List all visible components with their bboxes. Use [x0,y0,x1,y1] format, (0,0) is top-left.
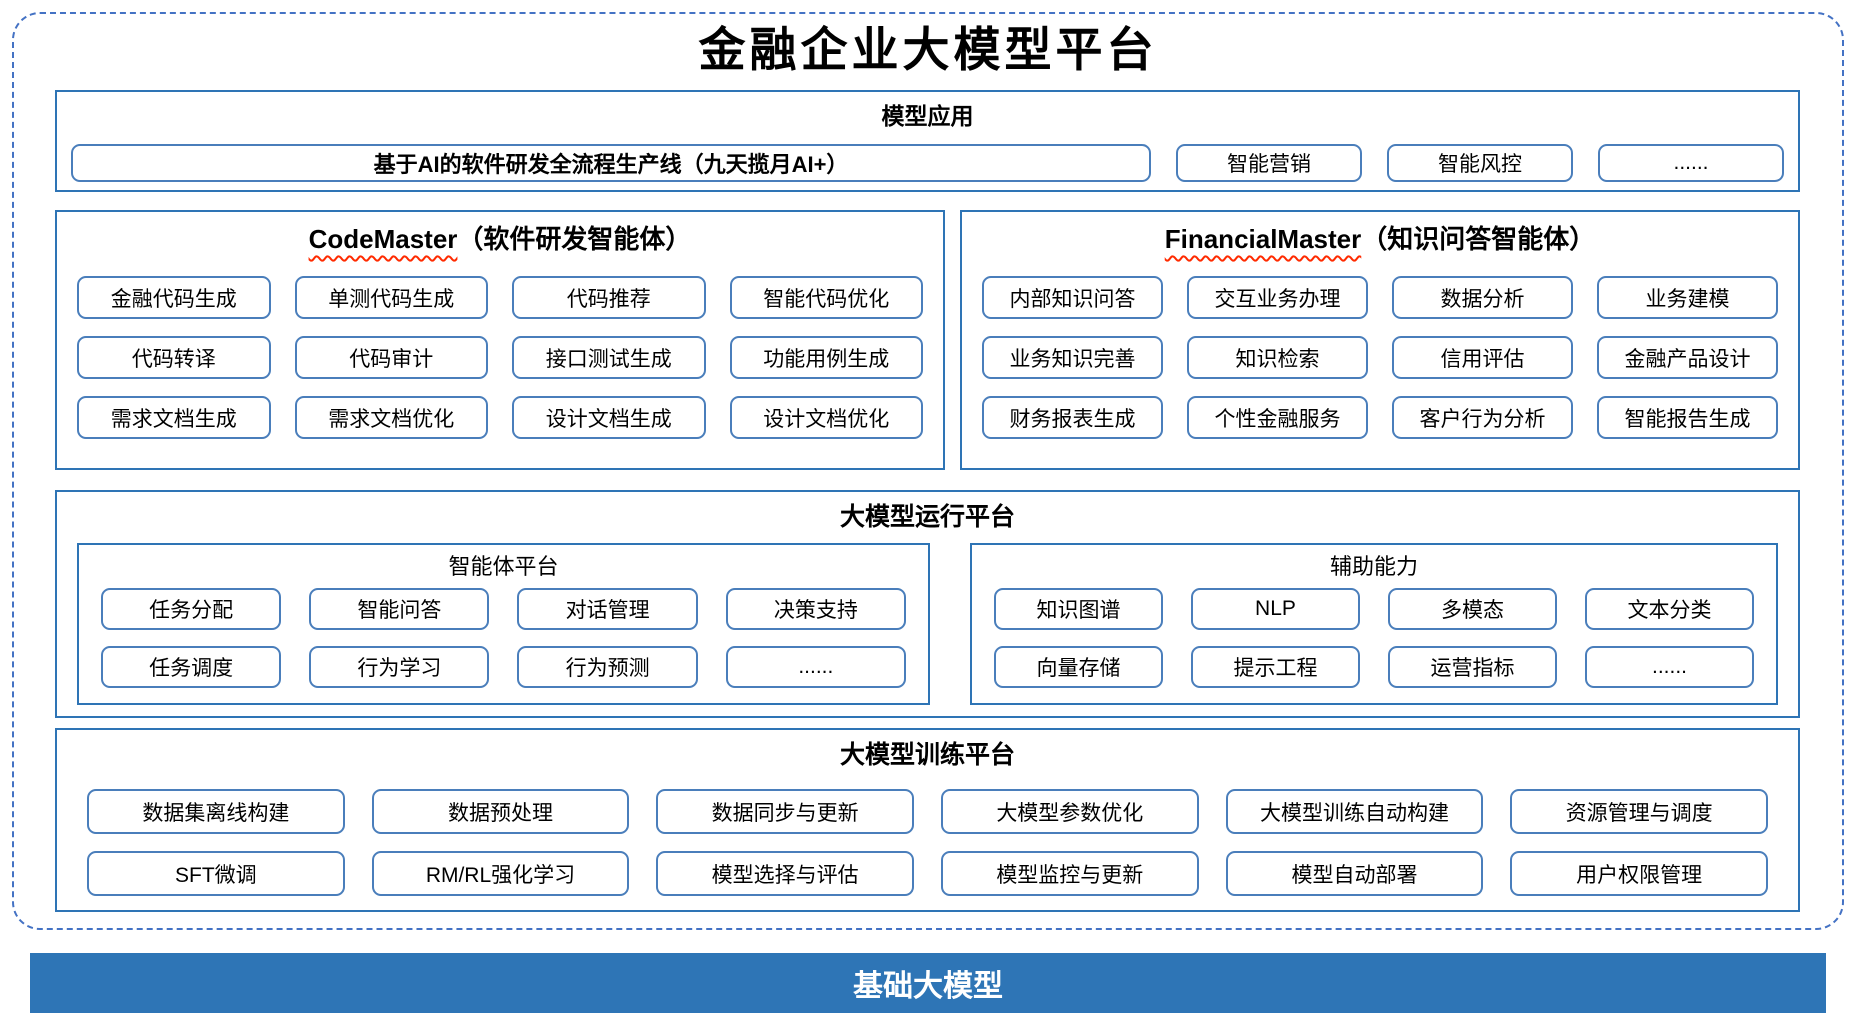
item-box: 大模型训练自动构建 [1225,789,1484,834]
item-box: 模型自动部署 [1225,851,1484,896]
section-financialmaster: FinancialMaster（知识问答智能体） 内部知识问答交互业务办理数据分… [960,210,1800,470]
item-box: 运营指标 [1387,646,1557,688]
item-box: 模型监控与更新 [940,851,1199,896]
item-box: ...... [725,646,906,688]
runtime-subsections: 智能体平台 任务分配智能问答对话管理决策支持任务调度行为学习行为预测......… [77,543,1778,705]
item-box: 多模态 [1387,588,1557,630]
financialmaster-title-en: FinancialMaster [1164,224,1362,254]
item-box: 对话管理 [517,588,698,630]
item-box: 大模型参数优化 [940,789,1199,834]
item-box: 单测代码生成 [294,276,488,319]
agent-platform-items: 任务分配智能问答对话管理决策支持任务调度行为学习行为预测...... [101,588,906,688]
item-box: 内部知识问答 [982,276,1163,319]
item-box: 智能问答 [309,588,490,630]
item-box: ...... [1598,144,1784,182]
item-box: 数据分析 [1392,276,1573,319]
item-box: 接口测试生成 [512,336,706,379]
item-box: RM/RL强化学习 [371,851,630,896]
item-box: 任务分配 [101,588,282,630]
codemaster-items: 金融代码生成单测代码生成代码推荐智能代码优化代码转译代码审计接口测试生成功能用例… [77,276,923,439]
section-training-platform: 大模型训练平台 数据集离线构建数据预处理数据同步与更新大模型参数优化大模型训练自… [55,728,1800,912]
section-codemaster: CodeMaster（软件研发智能体） 金融代码生成单测代码生成代码推荐智能代码… [55,210,945,470]
section-runtime-title: 大模型运行平台 [839,503,1015,531]
section-runtime-platform: 大模型运行平台 智能体平台 任务分配智能问答对话管理决策支持任务调度行为学习行为… [55,490,1800,718]
financialmaster-items: 内部知识问答交互业务办理数据分析业务建模业务知识完善知识检索信用评估金融产品设计… [982,276,1778,439]
item-box: 功能用例生成 [729,336,923,379]
item-box: 智能营销 [1176,144,1362,182]
item-box: 用户权限管理 [1510,851,1768,896]
section-codemaster-title: CodeMaster（软件研发智能体） [57,222,943,257]
item-box: 财务报表生成 [982,396,1163,439]
item-box: 业务知识完善 [982,336,1163,379]
item-box: 交互业务办理 [1187,276,1368,319]
page-title: 金融企业大模型平台 [698,23,1158,78]
item-box: 个性金融服务 [1187,396,1368,439]
aux-ability-items: 知识图谱 NLP 多模态文本分类向量存储提示工程运营指标...... [993,588,1754,688]
model-application-items: 基于AI的软件研发全流程生产线（九天揽月AI+） 智能营销智能风控...... [71,144,1784,182]
item-box: 数据集离线构建 [87,789,345,834]
codemaster-title-zh: （软件研发智能体） [457,224,692,254]
section-financialmaster-title: FinancialMaster（知识问答智能体） [962,222,1798,257]
item-box: 向量存储 [993,646,1163,688]
item-box: NLP [1190,588,1360,630]
item-box: 知识检索 [1187,336,1368,379]
training-items: 数据集离线构建数据预处理数据同步与更新大模型参数优化大模型训练自动构建资源管理与… [87,789,1768,896]
item-box: 业务建模 [1597,276,1778,319]
aux-ability-title: 辅助能力 [1329,554,1418,579]
agent-platform-title: 智能体平台 [448,554,559,579]
item-box: 信用评估 [1392,336,1573,379]
subsection-agent-platform: 智能体平台 任务分配智能问答对话管理决策支持任务调度行为学习行为预测...... [77,543,930,705]
item-box: SFT微调 [87,851,345,896]
item-box: 决策支持 [725,588,906,630]
item-box: 客户行为分析 [1392,396,1573,439]
item-box: 数据同步与更新 [656,789,914,834]
base-model-title: 基础大模型 [853,970,1003,1003]
codemaster-title-en: CodeMaster [308,224,458,254]
item-box: 数据预处理 [371,789,630,834]
item-box: ...... [1584,646,1754,688]
item-box-ai-pipeline: 基于AI的软件研发全流程生产线（九天揽月AI+） [71,144,1151,182]
item-box: 设计文档优化 [729,396,923,439]
item-box: 提示工程 [1190,646,1360,688]
outer-dashed-border [12,12,1844,930]
item-box: 行为预测 [517,646,698,688]
base-model-bar: 基础大模型 [30,953,1826,1013]
item-box: 模型选择与评估 [656,851,914,896]
item-box: 文本分类 [1584,588,1754,630]
financialmaster-title-zh: （知识问答智能体） [1361,224,1596,254]
section-model-application: 模型应用 基于AI的软件研发全流程生产线（九天揽月AI+） 智能营销智能风控..… [55,90,1800,192]
item-box: 智能报告生成 [1597,396,1778,439]
item-box: 智能风控 [1387,144,1573,182]
item-box: 设计文档生成 [512,396,706,439]
section-training-title: 大模型训练平台 [839,741,1015,769]
item-box: 任务调度 [101,646,282,688]
item-box: 需求文档生成 [77,396,271,439]
item-box: 智能代码优化 [729,276,923,319]
section-model-application-title: 模型应用 [881,103,974,129]
item-box: 知识图谱 [993,588,1163,630]
subsection-aux-ability: 辅助能力 知识图谱 NLP 多模态文本分类向量存储提示工程运营指标...... [969,543,1778,705]
item-box: 代码审计 [294,336,488,379]
item-box: 需求文档优化 [294,396,488,439]
item-box: 代码推荐 [512,276,706,319]
item-box: 资源管理与调度 [1510,789,1768,834]
item-box: 行为学习 [309,646,490,688]
item-box: 代码转译 [77,336,271,379]
item-box: 金融代码生成 [77,276,271,319]
item-box: 金融产品设计 [1597,336,1778,379]
